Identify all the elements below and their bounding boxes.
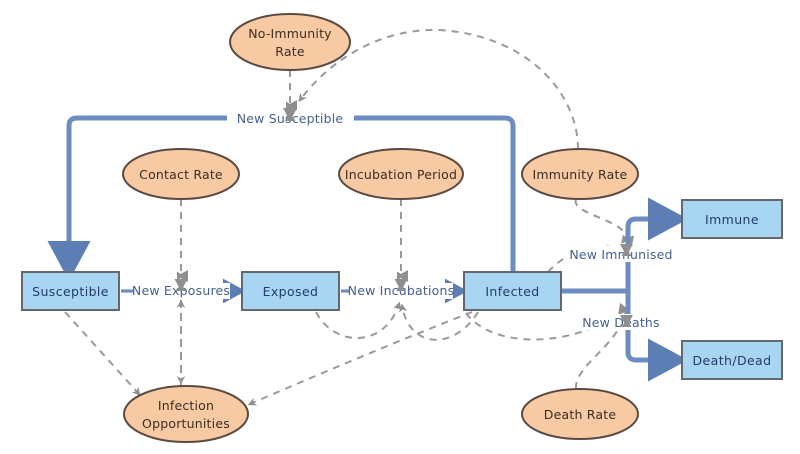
stock-immune-label: Immune <box>705 212 759 227</box>
flow-pipe-new-deaths <box>625 291 688 382</box>
aux-no-immunity-rate-label-line1: No-Immunity <box>248 26 332 41</box>
link-infected-to-infection-opportunities <box>247 311 473 406</box>
valve-new-immunised[interactable] <box>620 244 633 256</box>
link-exposed-to-new-incubations <box>315 301 402 339</box>
aux-contact-rate-label: Contact Rate <box>139 167 223 182</box>
stock-exposed-label: Exposed <box>263 284 319 299</box>
link-susceptible-to-infection-opportunities <box>64 311 141 396</box>
aux-incubation-period[interactable]: Incubation Period <box>338 148 464 200</box>
aux-immunity-rate-label: Immunity Rate <box>533 167 628 182</box>
stock-exposed[interactable]: Exposed <box>241 271 340 311</box>
link-immunity-rate-to-new-immunised <box>574 198 635 248</box>
aux-contact-rate[interactable]: Contact Rate <box>122 148 240 200</box>
valve-new-exposures[interactable] <box>174 279 188 291</box>
flow-pipe-new-susceptible <box>47 115 516 281</box>
aux-infection-opportunities-label-line1: Infection <box>158 398 214 413</box>
link-infected-to-new-incubations <box>398 303 479 341</box>
stock-susceptible[interactable]: Susceptible <box>21 271 120 311</box>
aux-infection-opportunities[interactable]: Infection Opportunities <box>123 385 249 443</box>
aux-incubation-period-label: Incubation Period <box>345 167 457 182</box>
valve-new-deaths[interactable] <box>620 315 633 327</box>
link-immunity-rate-to-new-susceptible <box>298 28 579 150</box>
stock-death-label: Death/Dead <box>693 353 772 368</box>
flow-label-new-deaths: New Deaths <box>578 314 666 330</box>
stock-susceptible-label: Susceptible <box>32 284 109 299</box>
valve-new-susceptible[interactable] <box>283 108 297 121</box>
flow-label-new-deaths-text: New Deaths <box>582 315 660 330</box>
aux-death-rate-label: Death Rate <box>544 407 617 422</box>
aux-no-immunity-rate[interactable]: No-Immunity Rate <box>229 13 351 71</box>
aux-infection-opportunities-label-line2: Opportunities <box>142 416 230 431</box>
aux-no-immunity-rate-label-line2: Rate <box>275 44 305 59</box>
flow-label-new-immunised: New Immunised <box>565 246 678 262</box>
stock-infected-label: Infected <box>485 284 539 299</box>
valve-new-incubations[interactable] <box>394 279 408 291</box>
stock-infected[interactable]: Infected <box>463 271 562 311</box>
stock-death[interactable]: Death/Dead <box>681 340 783 380</box>
flow-pipe-new-immunised <box>625 197 688 291</box>
flow-label-new-immunised-text: New Immunised <box>569 247 672 262</box>
aux-death-rate[interactable]: Death Rate <box>521 388 639 440</box>
stock-immune[interactable]: Immune <box>681 199 783 239</box>
aux-immunity-rate[interactable]: Immunity Rate <box>521 148 639 200</box>
